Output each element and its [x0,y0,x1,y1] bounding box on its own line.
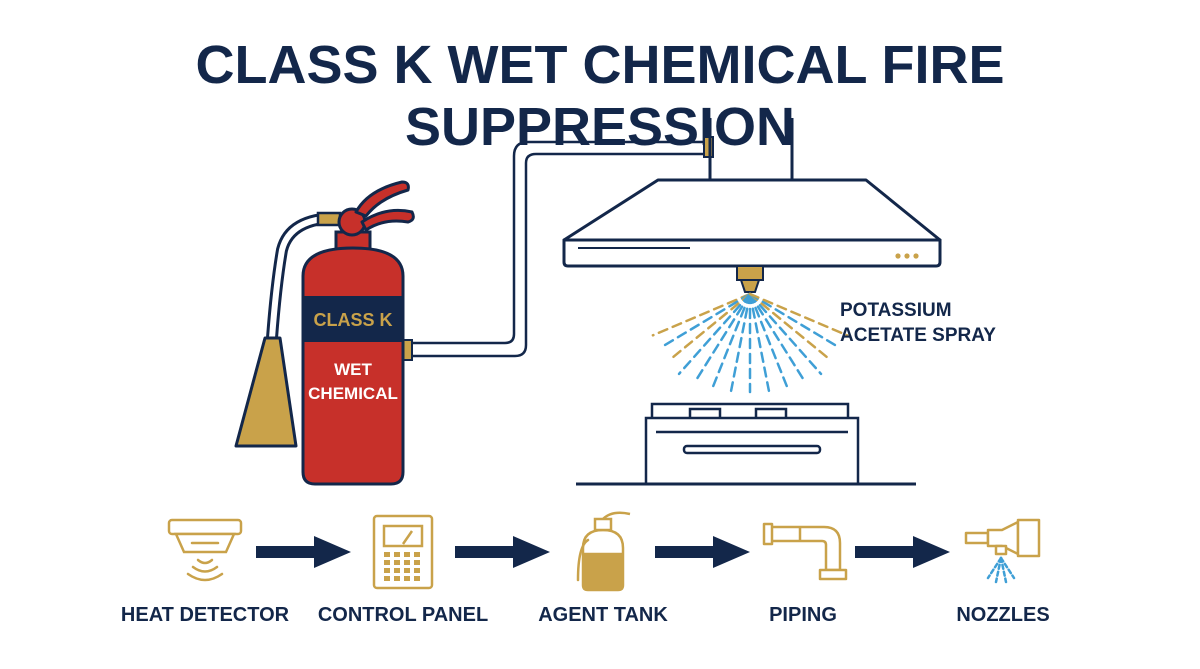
keypad-key [414,568,420,573]
nozzle-icon [964,518,1041,558]
spray-stream [729,292,752,393]
keypad-key [404,568,410,573]
extinguisher-body-label-line2: CHEMICAL [308,384,398,403]
hood-nozzle [736,265,764,293]
spray-stream [748,292,789,389]
extinguisher-label-band [303,296,403,342]
extinguisher-horn [234,336,298,448]
keypad-key [394,560,400,565]
hood-indicator-lights [895,253,919,259]
spray-stream [748,292,829,359]
spray-label-line2: ACETATE SPRAY [840,325,996,346]
extinguisher-body-label-line1: WET [334,360,372,379]
keypad-key [384,568,390,573]
spray-stream [711,292,752,389]
keypad-key [384,560,390,565]
spray-stream [693,292,752,383]
kitchen-hood [562,178,942,268]
keypad-key [394,576,400,581]
keypad-key [404,552,410,557]
keypad-key [404,576,410,581]
keypad-key [394,552,400,557]
control-panel-keypad [384,552,420,581]
class-k-extinguisher [234,180,415,486]
flow-arrow-4 [855,536,950,568]
spray-stream [748,292,840,349]
keypad-key [404,560,410,565]
keypad-key [414,560,420,565]
agent-tank-icon [576,511,631,592]
nozzle-spray-icon [986,556,1016,584]
spray-stream [748,292,849,337]
spray-stream [677,292,752,376]
spray-label-line1: POTASSIUM [840,300,952,321]
step-label-control-panel: CONTROL PANEL [317,604,489,626]
cooking-range [576,402,916,486]
potassium-acetate-spray [651,292,849,394]
spray-stream [660,292,752,349]
keypad-key [414,576,420,581]
extinguisher-band-label: CLASS K [313,310,392,330]
flow-arrow-2 [455,536,550,568]
spray-stream [651,292,752,337]
spray-stream [748,292,807,383]
supply-pipe [408,140,706,358]
flow-arrow-1 [256,536,351,568]
step-label-agent-tank: AGENT TANK [538,604,668,626]
extinguisher-handle [354,180,410,218]
diagram-title: CLASS K WET CHEMICAL FIRE SUPPRESSION [195,35,1005,157]
spray-stream [671,292,752,359]
spray-stream [748,292,771,393]
keypad-key [384,552,390,557]
control-panel-icon [372,514,434,590]
spray-stream [748,292,823,376]
keypad-key [384,576,390,581]
flow-arrow-3 [655,536,750,568]
keypad-key [414,552,420,557]
heat-detector-icon [167,518,243,582]
step-label-piping: PIPING [769,604,837,626]
piping-icon [762,522,848,581]
step-label-nozzles: NOZZLES [956,604,1050,626]
step-label-heat-detector: HEAT DETECTOR [120,604,290,626]
process-flow-arrows [256,536,950,568]
keypad-key [394,568,400,573]
